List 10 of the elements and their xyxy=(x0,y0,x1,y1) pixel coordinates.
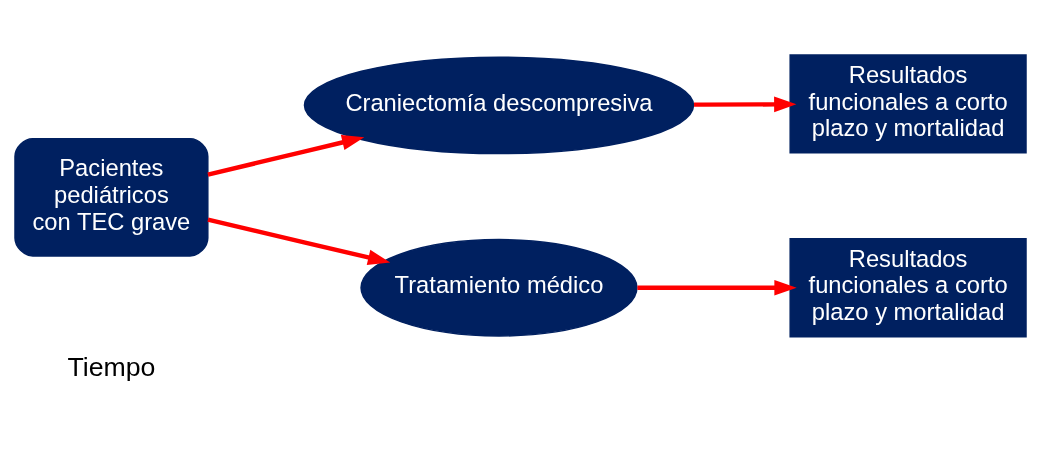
node-box: Pacientes pediátricos con TEC grave xyxy=(14,137,209,257)
node-ellipse: Tratamiento médico xyxy=(360,238,638,337)
node-box: Resultados funcionales a corto plazo y mortalidad xyxy=(789,53,1027,154)
arrow xyxy=(207,134,365,177)
arrow xyxy=(694,96,797,112)
arrow xyxy=(207,217,391,265)
arrow xyxy=(637,279,797,296)
node-box: Resultados funcionales a corto plazo y mortalidad xyxy=(789,237,1027,337)
label: Tiempo xyxy=(67,351,156,382)
node-ellipse: Craniectomía descompresiva xyxy=(303,55,695,154)
